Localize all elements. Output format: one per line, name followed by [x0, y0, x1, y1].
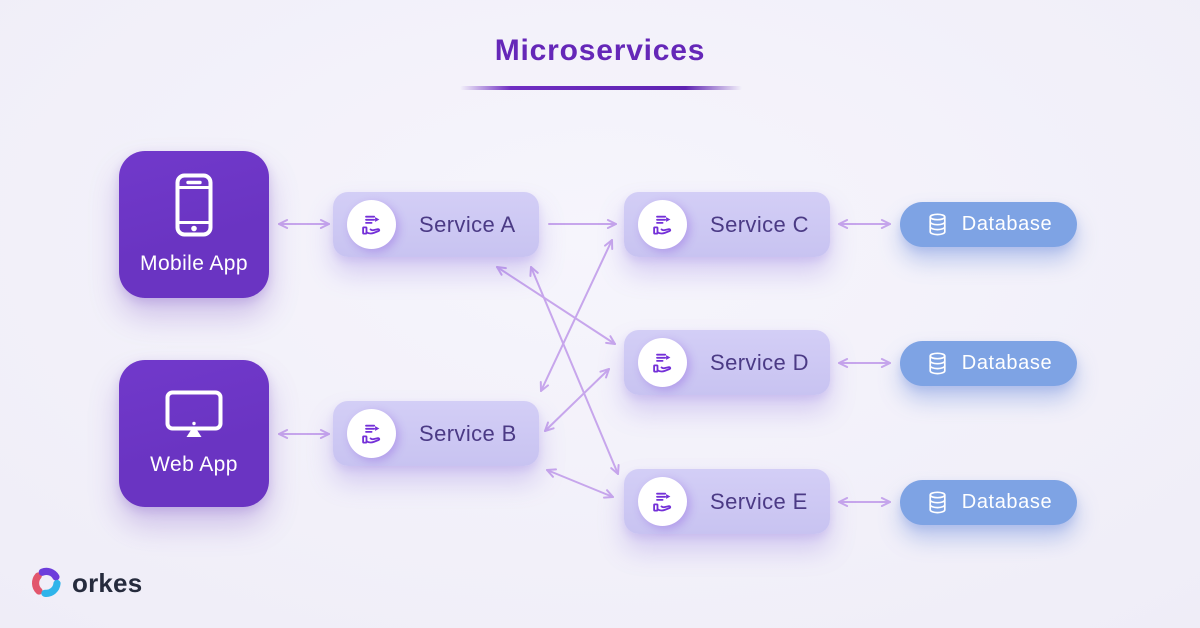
- arrow-web-app-service-b: [278, 429, 330, 439]
- monitor-icon: [165, 390, 223, 437]
- service-e-node: Service E: [624, 469, 830, 534]
- service-icon-circle: [638, 338, 687, 387]
- database-icon: [929, 213, 946, 236]
- title-underline: [460, 86, 742, 90]
- service-hand-icon: [361, 424, 380, 443]
- orkes-logo: orkes: [30, 566, 142, 600]
- service-c-label: Service C: [710, 211, 809, 237]
- arrow-service-e-database: [838, 497, 891, 507]
- service-a-node: Service A: [333, 192, 539, 257]
- service-b-node: Service B: [333, 401, 539, 466]
- arrow-service-b-service-c: [539, 239, 614, 392]
- database-node-2: Database: [900, 341, 1077, 386]
- web-app-label: Web App: [150, 453, 238, 476]
- mobile-app-label: Mobile App: [140, 252, 248, 275]
- service-icon-circle: [347, 409, 396, 458]
- arrow-mobile-app-service-a: [278, 219, 330, 229]
- service-hand-icon: [652, 215, 671, 234]
- orkes-logo-icon: [32, 567, 61, 597]
- service-hand-icon: [361, 215, 380, 234]
- database-node-1: Database: [900, 202, 1077, 247]
- arrow-service-d-database: [838, 358, 891, 368]
- service-icon-circle: [638, 477, 687, 526]
- arrow-service-a-service-e: [529, 266, 620, 475]
- arrow-service-b-service-d: [544, 368, 610, 432]
- database-icon: [929, 491, 946, 514]
- service-a-label: Service A: [419, 211, 516, 237]
- database-node-3: Database: [900, 480, 1077, 525]
- service-icon-circle: [347, 200, 396, 249]
- database-label: Database: [961, 352, 1053, 374]
- web-app-node: Web App: [119, 360, 269, 507]
- orkes-logo-text: orkes: [72, 567, 143, 598]
- page-title: Microservices: [494, 34, 706, 67]
- database-label: Database: [961, 491, 1053, 513]
- service-b-label: Service B: [419, 420, 517, 446]
- smartphone-icon: [175, 173, 213, 237]
- service-d-node: Service D: [624, 330, 830, 395]
- database-icon: [929, 352, 946, 375]
- service-icon-circle: [638, 200, 687, 249]
- database-label: Database: [961, 213, 1053, 235]
- arrow-service-c-database: [838, 219, 891, 229]
- service-e-label: Service E: [710, 488, 808, 514]
- arrow-service-a-service-d: [496, 266, 616, 345]
- arrow-service-b-service-e: [546, 468, 614, 499]
- service-c-node: Service C: [624, 192, 830, 257]
- service-hand-icon: [652, 353, 671, 372]
- service-d-label: Service D: [710, 349, 809, 375]
- service-hand-icon: [652, 492, 671, 511]
- mobile-app-node: Mobile App: [119, 151, 269, 298]
- arrow-service-a-service-c: [548, 219, 617, 229]
